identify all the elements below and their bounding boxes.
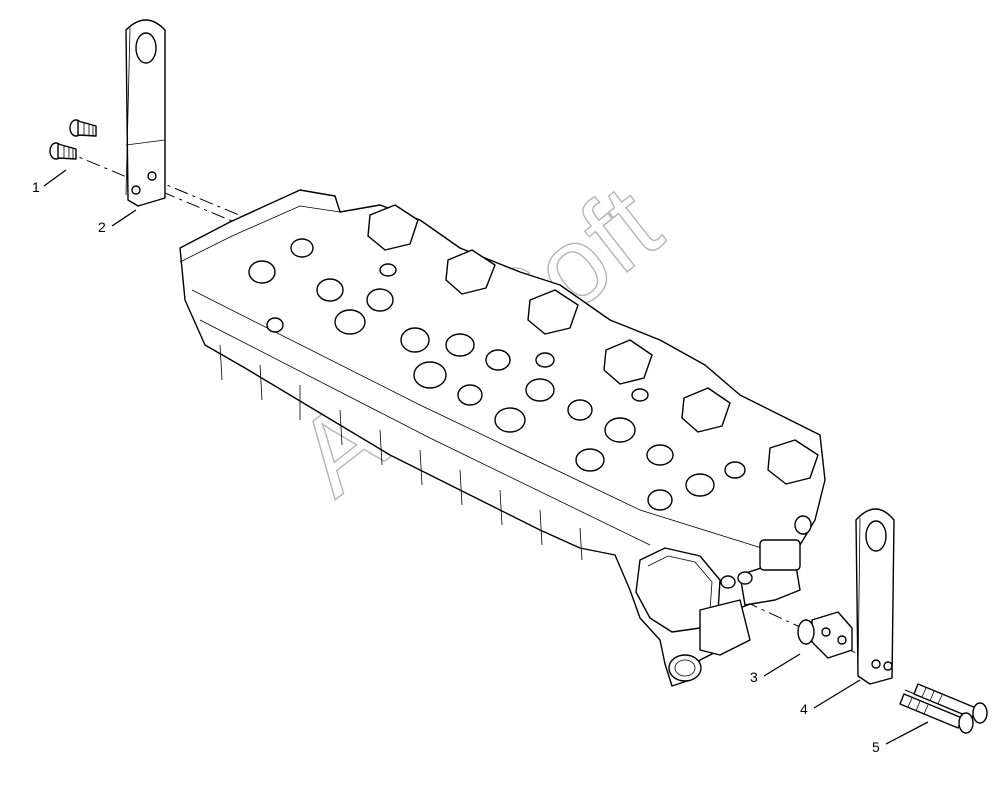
callout-5: 5 bbox=[872, 739, 880, 755]
bolt-pair-part-1 bbox=[49, 119, 97, 160]
front-housing bbox=[635, 515, 812, 682]
valve-towers bbox=[248, 238, 746, 511]
spacer-part-3 bbox=[797, 611, 853, 659]
callout-2: 2 bbox=[98, 219, 106, 235]
leader-lines bbox=[43, 169, 929, 745]
callout-4: 4 bbox=[800, 701, 808, 717]
long-bolt-pair-part-5 bbox=[899, 683, 988, 734]
callout-1: 1 bbox=[32, 179, 40, 195]
callout-3: 3 bbox=[750, 669, 758, 685]
lifting-bracket-part-2 bbox=[125, 19, 166, 207]
cylinder-head bbox=[179, 189, 826, 687]
lifting-bracket-part-4 bbox=[855, 508, 895, 685]
